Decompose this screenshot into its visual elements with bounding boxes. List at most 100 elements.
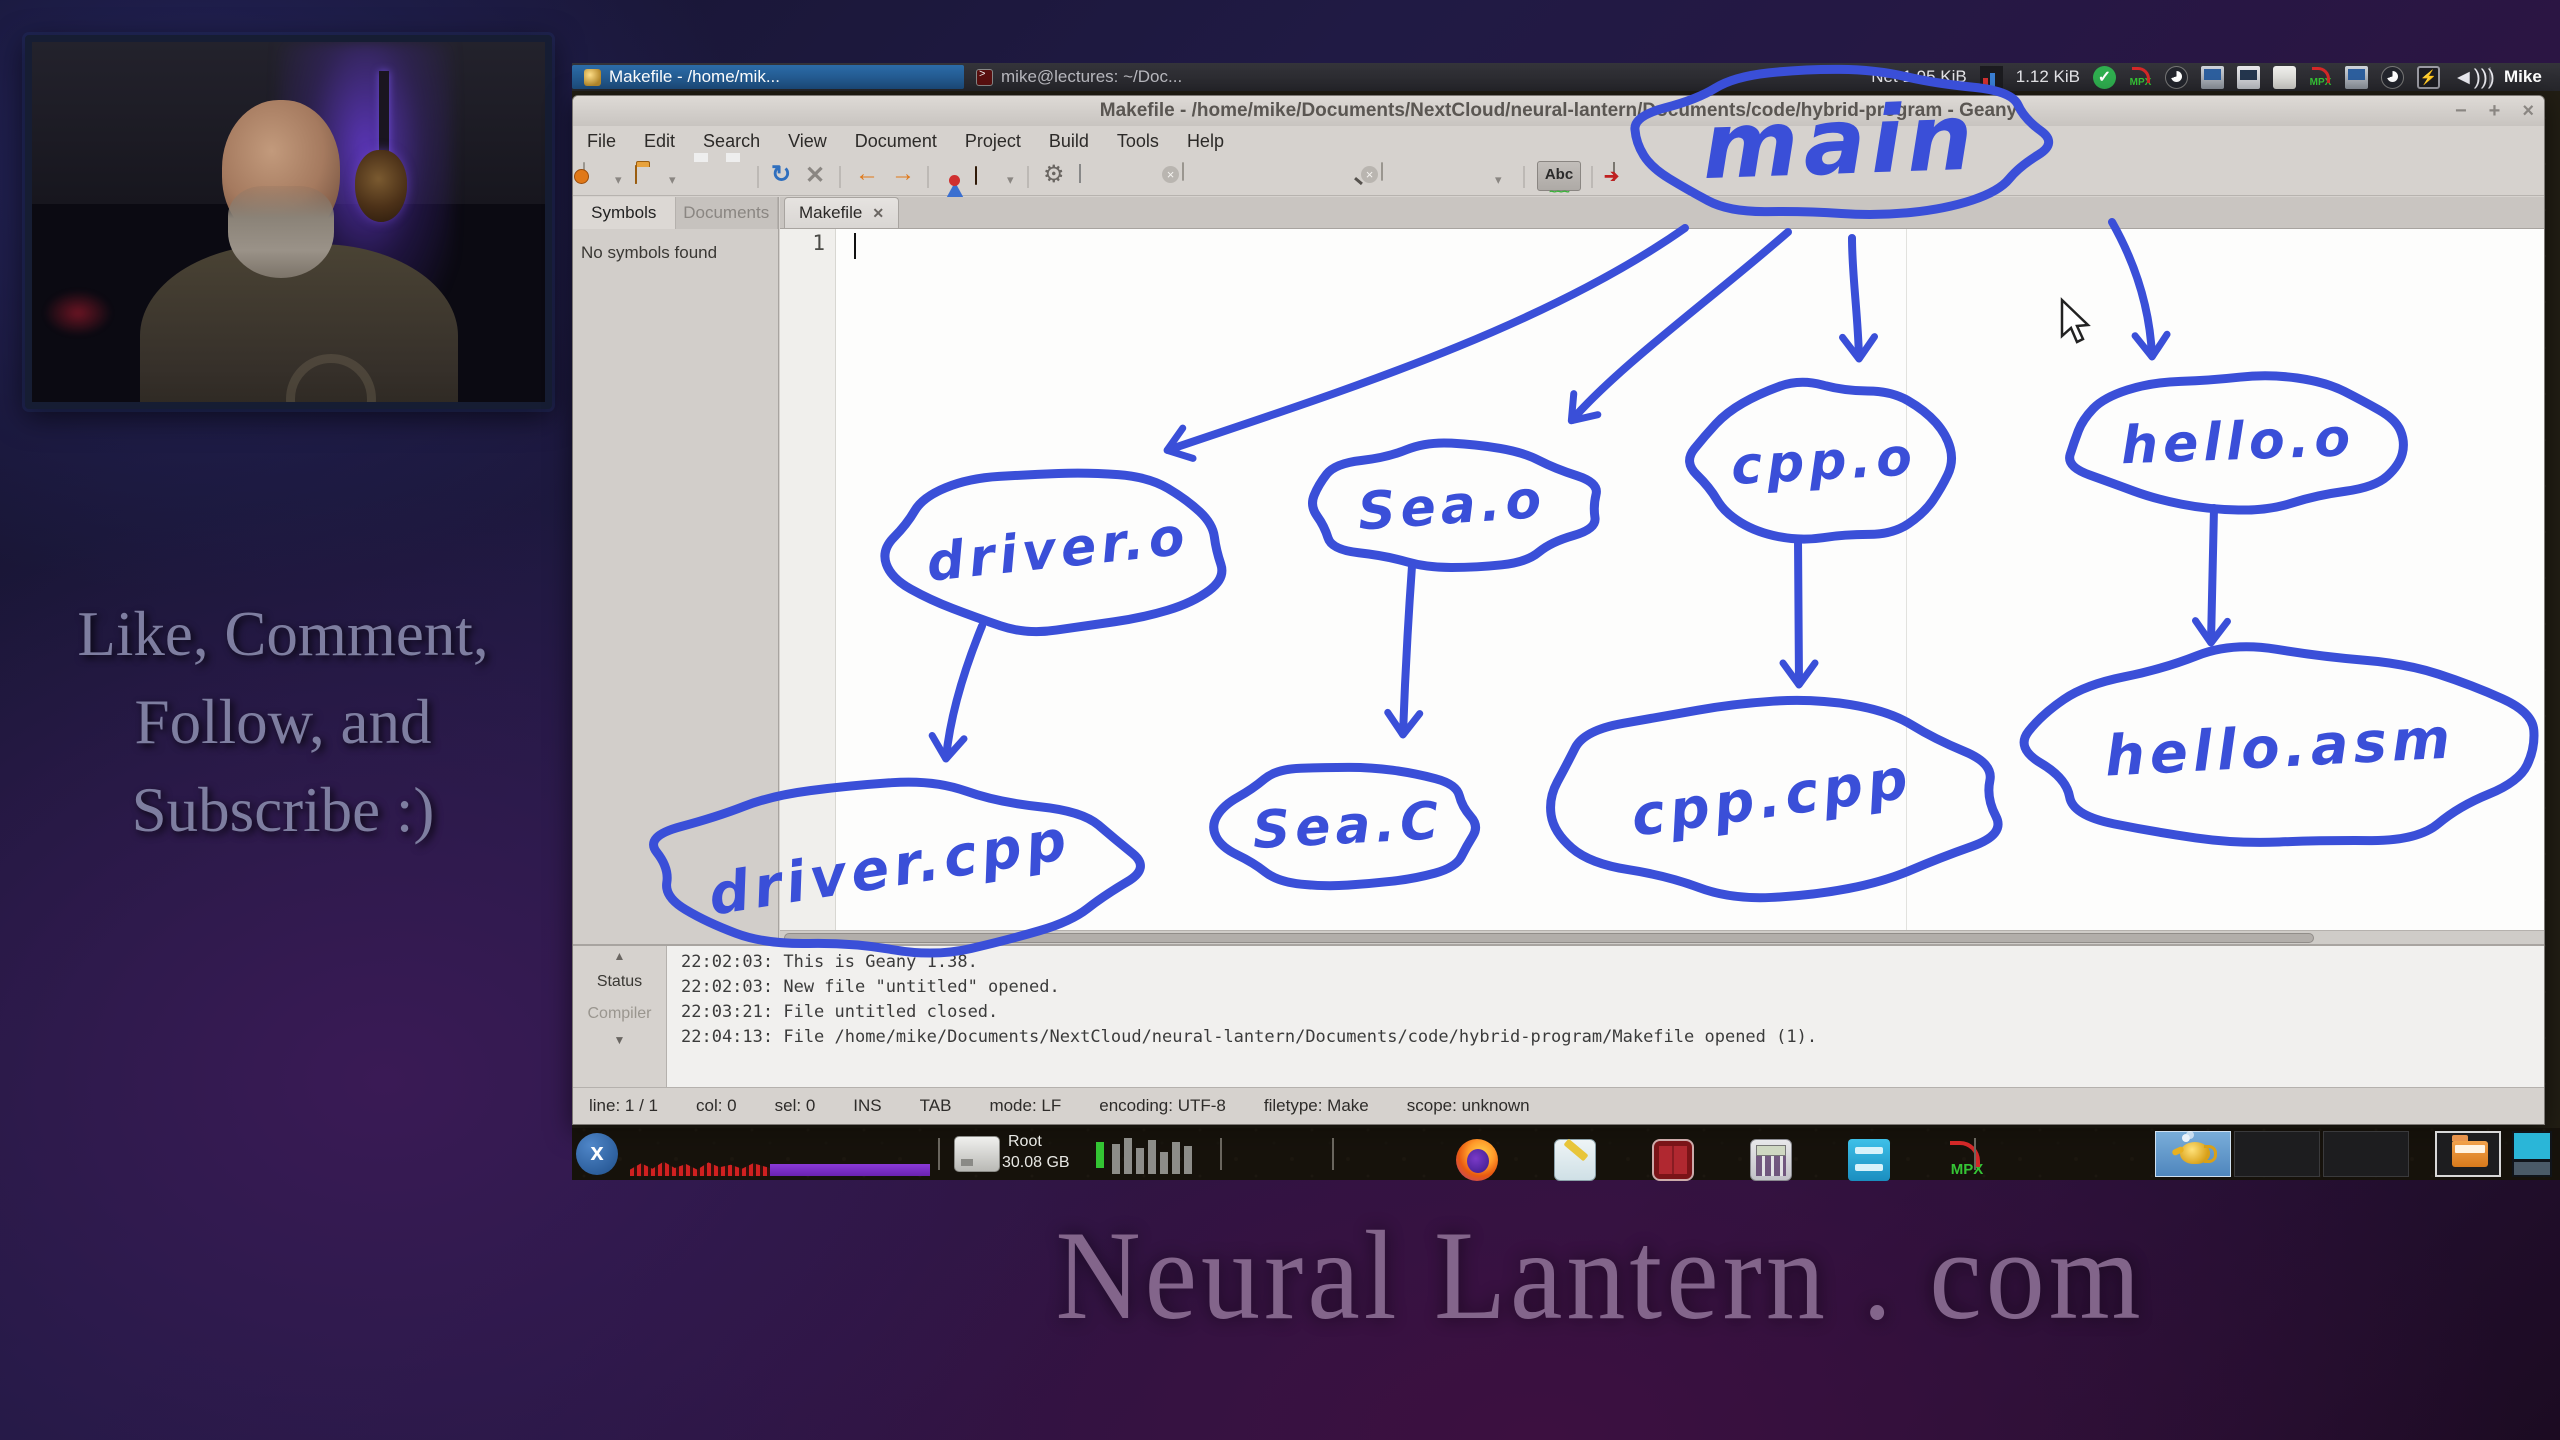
- menu-bar: File Edit Search View Document Project B…: [573, 126, 2544, 156]
- maximize-button[interactable]: +: [2488, 99, 2501, 122]
- menu-project[interactable]: Project: [964, 130, 1021, 151]
- status-encoding: encoding: UTF-8: [1099, 1096, 1226, 1115]
- status-line: line: 1 / 1: [589, 1096, 658, 1115]
- mpx-tray-icon[interactable]: MPX: [2129, 66, 2152, 89]
- search-input[interactable]: ×: [1162, 162, 1184, 183]
- lamp-steam: [2182, 1134, 2190, 1142]
- text-editor-icon[interactable]: [1554, 1139, 1596, 1181]
- goto-clear-icon[interactable]: ×: [1361, 166, 1378, 183]
- new-file-button[interactable]: [583, 162, 585, 181]
- minimize-button[interactable]: −: [2454, 99, 2467, 122]
- workspace-1[interactable]: [2514, 1133, 2550, 1159]
- disk-icon[interactable]: [954, 1136, 1000, 1172]
- scrollbar-thumb[interactable]: [784, 933, 2314, 943]
- battery-icon[interactable]: ⚡: [2417, 65, 2440, 89]
- message-window: ▲ Status Compiler ▼ 22:02:03: This is Ge…: [573, 944, 2544, 1087]
- app-menu-button[interactable]: x: [576, 1133, 618, 1175]
- menu-view[interactable]: View: [788, 130, 827, 151]
- menu-help[interactable]: Help: [1186, 130, 1224, 151]
- build-dropdown[interactable]: ▾: [1007, 172, 1014, 187]
- status-sel: sel: 0: [774, 1096, 816, 1115]
- editor-area: Makefile ✕ 1: [780, 197, 2544, 944]
- screenshot-tool-icon[interactable]: [1652, 1139, 1694, 1181]
- dual-monitor-tray-icon[interactable]: [2345, 65, 2368, 89]
- monitor-tray-icon[interactable]: [2201, 65, 2224, 89]
- goto-line-button[interactable]: ▾: [1495, 172, 1502, 187]
- open-file-button[interactable]: [635, 165, 637, 184]
- window-tile[interactable]: [2234, 1131, 2320, 1177]
- disk-size-label: 30.08 GB: [1002, 1154, 1070, 1171]
- webcam-frame: [25, 35, 552, 409]
- search-clear-icon[interactable]: ×: [1162, 166, 1179, 183]
- display-tray-icon[interactable]: [2237, 65, 2260, 89]
- goto-line-input[interactable]: ×: [1361, 162, 1383, 183]
- status-mode: mode: LF: [989, 1096, 1062, 1115]
- mpx-tray-icon-2[interactable]: MPX: [2309, 66, 2332, 89]
- spell-check-label: Abc: [1544, 166, 1574, 183]
- status-tab: TAB: [919, 1096, 952, 1115]
- run-button[interactable]: ⚙: [1043, 161, 1065, 188]
- obs-tray-icon-2[interactable]: [2381, 65, 2404, 89]
- scroll-up-icon[interactable]: ▲: [613, 949, 626, 963]
- build-button[interactable]: [975, 166, 977, 185]
- geany-icon: [584, 68, 601, 86]
- scroll-down-icon[interactable]: ▼: [613, 1033, 626, 1047]
- geany-titlebar[interactable]: Makefile - /home/mike/Documents/NextClou…: [573, 96, 2544, 126]
- folder-window-tile[interactable]: [2435, 1131, 2501, 1177]
- taskbar-separator: [1220, 1138, 1222, 1170]
- obs-tray-icon[interactable]: [2165, 65, 2188, 89]
- tray-separator: [2489, 67, 2491, 87]
- status-log: 22:02:03: This is Geany 1.38. 22:02:03: …: [667, 946, 1817, 1087]
- new-file-dropdown[interactable]: ▾: [615, 172, 622, 187]
- revert-button[interactable]: ↻: [771, 161, 792, 188]
- horizontal-scrollbar[interactable]: [780, 930, 2544, 944]
- tab-makefile[interactable]: Makefile ✕: [784, 197, 900, 228]
- menu-file[interactable]: File: [587, 130, 617, 151]
- text-editor[interactable]: 1: [780, 229, 2544, 930]
- taskbar-window-geany[interactable]: Makefile - /home/mik...: [572, 65, 964, 89]
- quit-button[interactable]: [1613, 162, 1615, 181]
- log-line: 22:02:03: This is Geany 1.38.: [681, 952, 978, 972]
- tab-status[interactable]: Status: [596, 973, 643, 990]
- nav-forward-button[interactable]: →: [891, 160, 915, 187]
- update-check-icon[interactable]: ✓: [2093, 65, 2116, 89]
- active-window-tile[interactable]: [2155, 1131, 2231, 1177]
- tab-close-icon[interactable]: ✕: [872, 204, 885, 221]
- close-button[interactable]: ×: [2522, 99, 2534, 122]
- menu-build[interactable]: Build: [1048, 130, 1089, 151]
- log-line: 22:04:13: File /home/mike/Documents/Next…: [681, 1027, 1818, 1047]
- close-doc-button[interactable]: ✕: [805, 162, 826, 189]
- calculator-icon[interactable]: [1750, 1139, 1792, 1181]
- firefox-icon[interactable]: [1456, 1139, 1498, 1181]
- color-chooser-button[interactable]: [1079, 164, 1081, 183]
- tab-symbols[interactable]: Symbols: [573, 197, 676, 229]
- taskbar-separator: [938, 1138, 940, 1170]
- disk-usage-bar: [1096, 1142, 1104, 1168]
- window-tile[interactable]: [2323, 1131, 2409, 1177]
- net-graph-icon[interactable]: [1979, 65, 2003, 89]
- menu-document[interactable]: Document: [854, 130, 937, 151]
- workspace-2[interactable]: [2514, 1162, 2550, 1175]
- editor-tabs: Makefile ✕: [780, 197, 2544, 229]
- menu-tools[interactable]: Tools: [1116, 130, 1159, 151]
- toolbar-separator: [1523, 166, 1525, 188]
- taskbar-window-terminal[interactable]: mike@lectures: ~/Doc...: [964, 65, 1394, 89]
- menu-search[interactable]: Search: [703, 130, 761, 151]
- nav-back-button[interactable]: ←: [855, 160, 879, 187]
- cta-line-2: Follow, and: [134, 687, 432, 757]
- menu-edit[interactable]: Edit: [644, 130, 676, 151]
- notes-tray-icon[interactable]: [2273, 65, 2296, 89]
- workspace-pager[interactable]: [2512, 1131, 2552, 1177]
- mpx-launcher-icon[interactable]: MPX: [1946, 1139, 1988, 1181]
- compile-button[interactable]: [943, 165, 967, 204]
- disk-root-label: Root: [1008, 1133, 1042, 1150]
- open-file-dropdown[interactable]: ▾: [669, 172, 676, 187]
- tab-documents[interactable]: Documents: [675, 197, 778, 229]
- spell-check-toggle[interactable]: Abc~~~: [1537, 161, 1581, 199]
- taskbar-separator: [1974, 1138, 1976, 1170]
- tab-compiler[interactable]: Compiler: [587, 1005, 652, 1022]
- volume-icon[interactable]: ◄))): [2453, 65, 2495, 89]
- file-manager-icon[interactable]: [1848, 1139, 1890, 1181]
- text-caret: [854, 233, 856, 259]
